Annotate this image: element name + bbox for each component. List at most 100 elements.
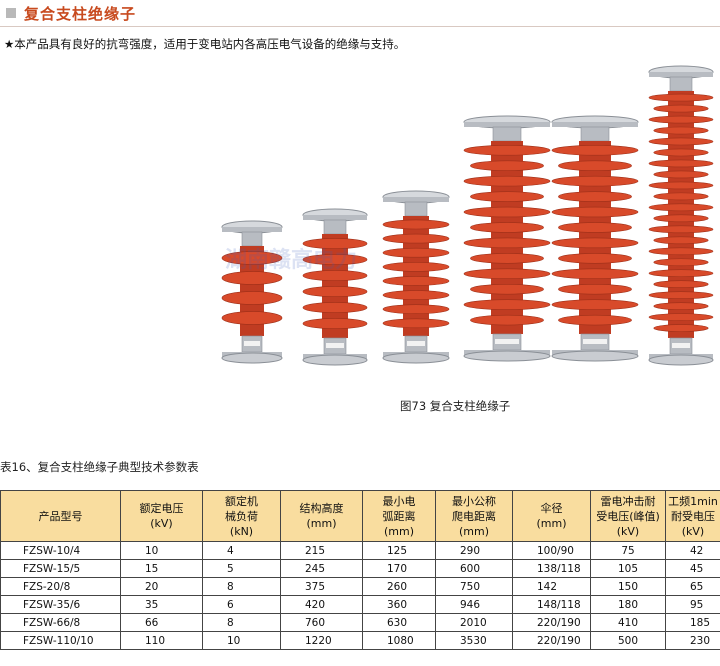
insulator-shed bbox=[463, 175, 551, 187]
insulator-shed bbox=[470, 283, 544, 295]
top-flange bbox=[464, 122, 550, 127]
nameplate bbox=[407, 341, 425, 346]
table-cell: 110 bbox=[120, 631, 203, 650]
table-cell: 142 bbox=[512, 577, 591, 596]
insulator-shed bbox=[648, 291, 714, 299]
nameplate bbox=[672, 343, 690, 348]
insulator-shed bbox=[463, 237, 551, 249]
table-cell: 230 bbox=[665, 631, 720, 650]
table-cell: 42 bbox=[665, 541, 720, 560]
table-cell: 1080 bbox=[362, 631, 436, 650]
insulator-shed bbox=[463, 299, 551, 310]
column-header-line: 伞径 bbox=[540, 502, 563, 515]
insulator-illustration: 湖南赣高电力 bbox=[221, 65, 714, 366]
table-cell: 410 bbox=[590, 613, 666, 632]
column-header-line: 最小电 bbox=[382, 494, 416, 508]
column-header-line: 械负荷 bbox=[225, 509, 258, 523]
table-cell: 8 bbox=[202, 577, 281, 596]
table-cell: 750 bbox=[435, 577, 513, 596]
figure-caption: 图73 复合支柱绝缘子 bbox=[400, 399, 511, 413]
table-cell: 35 bbox=[120, 595, 203, 614]
insulator-shed bbox=[382, 304, 450, 314]
insulator-shed bbox=[302, 254, 368, 266]
insulator-shed bbox=[551, 206, 639, 218]
watermark-text: 湖南赣高电力 bbox=[225, 247, 357, 273]
column-header: 最小电弧距离(mm) bbox=[362, 490, 436, 542]
insulator-shed bbox=[653, 192, 709, 201]
insulator-shed bbox=[221, 291, 283, 305]
table-cell: 5 bbox=[202, 559, 281, 578]
insulator-shed bbox=[551, 175, 639, 187]
insulator-shed bbox=[302, 270, 368, 282]
top-flange bbox=[222, 227, 282, 232]
table-cell: 148/118 bbox=[512, 595, 591, 614]
insulator-shed bbox=[302, 302, 368, 314]
bottom-flange bbox=[551, 350, 639, 362]
insulator-shed bbox=[653, 214, 709, 223]
bottom-flange bbox=[302, 354, 368, 366]
model-cell: FZSW-15/5 bbox=[0, 559, 121, 578]
column-header-line: 受电压(峰值) bbox=[596, 509, 660, 523]
table-cell: 215 bbox=[280, 541, 363, 560]
top-fitting bbox=[241, 231, 263, 247]
insulator-shed bbox=[470, 314, 544, 326]
column-header-line: 工频1min bbox=[668, 494, 718, 508]
table-cell: 630 bbox=[362, 613, 436, 632]
insulator-shed bbox=[558, 222, 632, 233]
insulator-shed bbox=[382, 290, 450, 300]
insulator-shed bbox=[558, 191, 632, 202]
insulator-shed bbox=[551, 299, 639, 310]
table-cell: 170 bbox=[362, 559, 436, 578]
insulator-shed bbox=[653, 148, 709, 157]
insulator-shed bbox=[653, 104, 709, 113]
model-cell: FZSW-66/8 bbox=[0, 613, 121, 632]
table-cell: 95 bbox=[665, 595, 720, 614]
insulator-shed bbox=[382, 247, 450, 258]
column-header-line: (kV) bbox=[616, 524, 640, 538]
header-divider bbox=[0, 26, 720, 27]
column-header: 雷电冲击耐受电压(峰值)(kV) bbox=[590, 490, 666, 542]
insulator-shed bbox=[551, 145, 639, 156]
insulator-shed bbox=[558, 283, 632, 295]
insulator-shed bbox=[463, 145, 551, 156]
insulator-shed bbox=[653, 258, 709, 267]
insulator-shed bbox=[558, 314, 632, 326]
insulator-shed bbox=[648, 137, 714, 146]
table-cell: 66 bbox=[120, 613, 203, 632]
insulator-shed bbox=[648, 247, 714, 256]
table-cell: 946 bbox=[435, 595, 513, 614]
insulator-shed bbox=[221, 251, 283, 265]
top-flange bbox=[383, 197, 449, 202]
insulator-shed bbox=[463, 206, 551, 218]
insulator-shed bbox=[648, 313, 714, 321]
table-cell: 105 bbox=[590, 559, 666, 578]
insulator-shed bbox=[653, 126, 709, 135]
column-header-line: 弧距离 bbox=[382, 509, 416, 523]
spec-table: 产品型号额定电压(kV)额定机械负荷(kN)结构高度(mm)最小电弧距离(mm)… bbox=[0, 490, 720, 650]
insulator-shed bbox=[551, 237, 639, 249]
insulator-shed bbox=[221, 271, 283, 285]
table-cell: 220/190 bbox=[512, 613, 591, 632]
model-cell: FZSW-35/6 bbox=[0, 595, 121, 614]
bottom-flange bbox=[382, 352, 450, 364]
page-title: 复合支柱绝缘子 bbox=[24, 4, 137, 23]
table-cell: 10 bbox=[202, 631, 281, 650]
column-header: 伞径(mm) bbox=[512, 490, 591, 542]
bottom-flange bbox=[221, 352, 283, 364]
insulator-shed bbox=[302, 286, 368, 298]
table-cell: 220/190 bbox=[512, 631, 591, 650]
top-flange bbox=[552, 122, 638, 127]
top-flange bbox=[649, 72, 713, 77]
table-cell: 138/118 bbox=[512, 559, 591, 578]
product-description: ★本产品具有良好的抗弯强度，适用于变电站内各高压电气设备的绝缘与支持。 bbox=[4, 37, 406, 51]
insulator-shed bbox=[470, 160, 544, 171]
table-cell: 180 bbox=[590, 595, 666, 614]
insulator-shed bbox=[470, 191, 544, 202]
insulator-shed bbox=[470, 253, 544, 264]
